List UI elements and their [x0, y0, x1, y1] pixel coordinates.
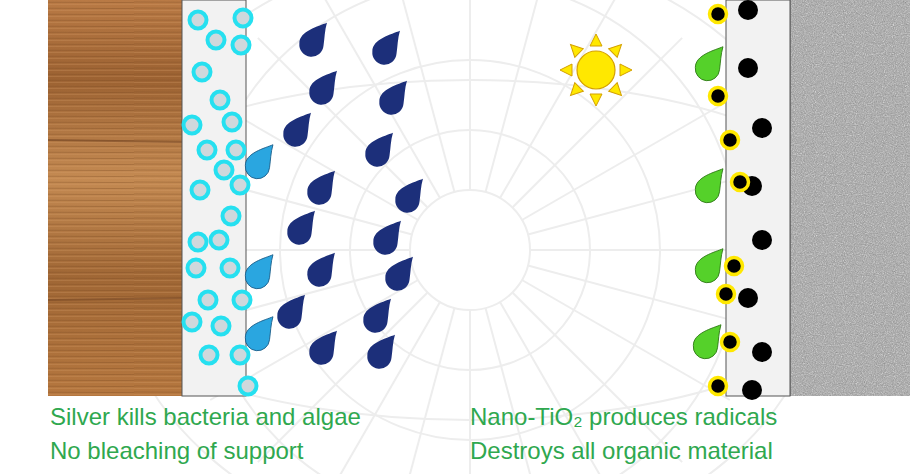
tio2-particle: [752, 118, 772, 138]
tio2-particle: [738, 0, 758, 20]
sun-ray: [566, 83, 583, 100]
tio2-particle: [742, 380, 762, 400]
silver-particle: [192, 182, 209, 199]
silver-particle: [235, 10, 252, 27]
silver-particle: [233, 37, 250, 54]
watermark-ray: [258, 38, 428, 208]
water-drop: [365, 133, 393, 167]
water-drop: [245, 255, 273, 289]
water-drop: [245, 317, 273, 351]
radical-particle: [718, 286, 735, 303]
watermark-ray: [522, 280, 730, 400]
silver-particle: [188, 260, 205, 277]
sun-ray: [590, 34, 602, 46]
silver-particle: [216, 162, 233, 179]
caption-text: Nano-TiO₂ produces radicals: [470, 402, 777, 432]
watermark-ray: [320, 0, 440, 198]
watermark-ray: [512, 38, 682, 208]
water-drop: [309, 331, 337, 365]
water-drop: [245, 145, 273, 179]
water-drop: [363, 299, 391, 333]
silver-particle: [222, 260, 239, 277]
water-drop: [379, 81, 407, 115]
watermark-ray: [528, 266, 760, 328]
silver-particle: [213, 318, 230, 335]
watermark-ray: [528, 172, 760, 234]
silver-particle: [223, 208, 240, 225]
silver-particle: [224, 114, 241, 131]
silver-particle: [194, 64, 211, 81]
tio2-particle: [738, 58, 758, 78]
water-drop: [385, 257, 413, 291]
radical-particle: [710, 6, 727, 23]
radical-particle: [710, 88, 727, 105]
sun-ray: [560, 64, 572, 76]
water-drop: [367, 335, 395, 369]
organic-drop: [695, 169, 723, 203]
caption-text: No bleaching of support: [50, 436, 304, 466]
silver-particle: [232, 177, 249, 194]
water-drop: [307, 171, 335, 205]
silver-particle: [199, 142, 216, 159]
water-drop: [373, 221, 401, 255]
organic-drop: [693, 325, 721, 359]
watermark-ray: [486, 0, 548, 192]
tio2-particle: [752, 230, 772, 250]
sun-ray: [620, 64, 632, 76]
watermark-ray: [500, 0, 620, 198]
radical-particle: [732, 174, 749, 191]
caption-text: Silver kills bacteria and algae: [50, 402, 361, 432]
tio2-particle: [752, 342, 772, 362]
organic-drop: [695, 249, 723, 283]
silver-particle: [184, 117, 201, 134]
silver-particle: [201, 347, 218, 364]
tio2-particle: [738, 288, 758, 308]
silver-particle: [211, 232, 228, 249]
sun-ray: [590, 94, 602, 106]
silver-particle: [208, 32, 225, 49]
radical-particle: [722, 132, 739, 149]
water-drop: [309, 71, 337, 105]
watermark-ray: [258, 292, 428, 462]
silver-particle: [228, 142, 245, 159]
water-drop: [395, 179, 423, 213]
water-drop: [287, 211, 315, 245]
radical-particle: [722, 334, 739, 351]
silver-particle: [232, 347, 249, 364]
silver-particle: [240, 378, 257, 395]
water-drop: [372, 31, 400, 65]
silver-particle: [234, 292, 251, 309]
sun-ray: [566, 40, 583, 57]
silver-particle: [184, 314, 201, 331]
sun-ray: [609, 83, 626, 100]
water-drop: [283, 113, 311, 147]
water-drop: [277, 295, 305, 329]
caption-text: Destroys all organic material: [470, 436, 773, 466]
watermark-ring: [410, 190, 530, 310]
organic-drop: [695, 47, 723, 81]
silver-particle: [200, 292, 217, 309]
silver-particle: [212, 92, 229, 109]
silver-particle: [190, 234, 207, 251]
water-drop: [307, 253, 335, 287]
watermark-ray: [522, 100, 730, 220]
radical-particle: [726, 258, 743, 275]
silver-particle: [190, 12, 207, 29]
sun-ray: [609, 40, 626, 57]
watermark-ray: [469, 0, 471, 190]
watermark-ray: [512, 292, 682, 462]
radical-particle: [710, 378, 727, 395]
water-drop: [299, 23, 327, 57]
watermark-ring: [110, 0, 830, 474]
watermark-ray: [392, 308, 454, 474]
